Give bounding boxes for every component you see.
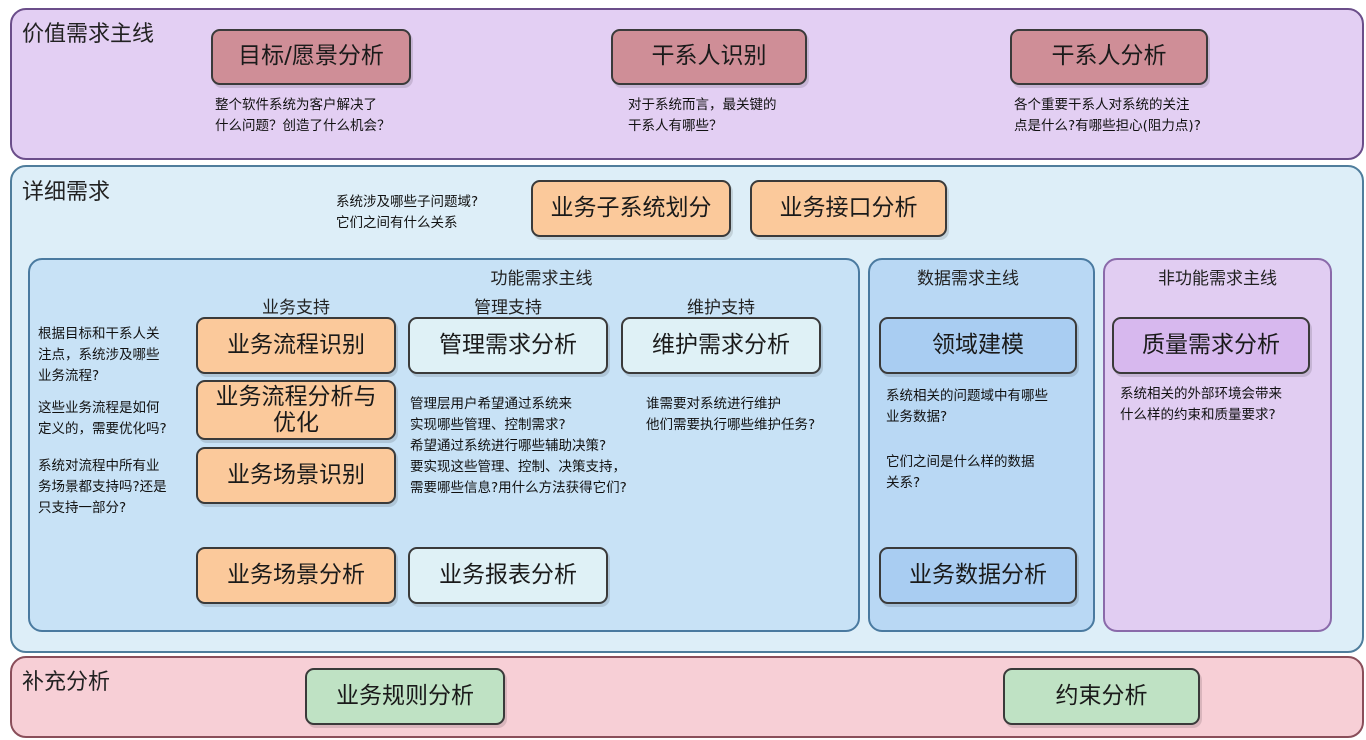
maintenance-requirements-analysis-box: 维护需求分析 xyxy=(621,317,821,374)
business-subsystem-division-box: 业务子系统划分 xyxy=(531,180,731,237)
stakeholder-identification-box: 干系人识别 xyxy=(611,29,807,85)
business-interface-analysis-box: 业务接口分析 xyxy=(750,180,947,237)
stakeholder-identification-note: 对于系统而言，最关键的 干系人有哪些？ xyxy=(628,97,777,134)
supp-band-title: 补充分析 xyxy=(22,670,111,695)
maintenance-support-label: 维护支持 xyxy=(687,298,755,318)
goal-vision-analysis-box: 目标/愿景分析 xyxy=(211,29,411,85)
maintenance-note: 谁需要对系统进行维护 他们需要执行哪些维护任务? xyxy=(646,396,816,433)
business-process-identification-box: 业务流程识别 xyxy=(196,317,396,374)
nonfunctional-panel-title: 非功能需求主线 xyxy=(1158,269,1277,289)
nonfunctional-requirements-panel xyxy=(1103,258,1332,632)
business-scenario-analysis-box: 业务场景分析 xyxy=(196,547,396,604)
scenario-note: 系统对流程中所有业 务场景都支持吗?还是 只支持一部分? xyxy=(38,458,167,516)
constraints-analysis-box: 约束分析 xyxy=(1003,668,1200,725)
subsystem-note: 系统涉及哪些子问题域? 它们之间有什么关系 xyxy=(336,194,479,231)
stakeholder-analysis-note: 各个重要干系人对系统的关注 点是什么?有哪些担心(阻力点)? xyxy=(1014,97,1201,134)
management-requirements-analysis-box: 管理需求分析 xyxy=(408,317,608,374)
business-support-label: 业务支持 xyxy=(262,298,330,318)
management-support-label: 管理支持 xyxy=(474,298,542,318)
process-identify-note: 根据目标和干系人关 注点，系统涉及哪些 业务流程? xyxy=(38,326,160,384)
management-note: 管理层用户希望通过系统来 实现哪些管理、控制需求? 希望通过系统进行哪些辅助决策… xyxy=(410,396,627,496)
business-data-analysis-box: 业务数据分析 xyxy=(879,547,1077,604)
detail-band-title: 详细需求 xyxy=(22,180,111,205)
business-process-analysis-optimization-box: 业务流程分析与 优化 xyxy=(196,380,396,440)
business-scenario-identification-box: 业务场景识别 xyxy=(196,447,396,504)
functional-panel-title: 功能需求主线 xyxy=(490,269,593,289)
quality-note: 系统相关的外部环境会带来 什么样的约束和质量要求? xyxy=(1120,386,1282,423)
domain-modeling-box: 领域建模 xyxy=(879,317,1077,374)
stakeholder-analysis-box: 干系人分析 xyxy=(1010,29,1208,85)
process-optimize-note: 这些业务流程是如何 定义的，需要优化吗? xyxy=(38,400,167,437)
goal-vision-note: 整个软件系统为客户解决了 什么问题？创造了什么机会？ xyxy=(215,97,391,134)
business-report-analysis-box: 业务报表分析 xyxy=(408,547,608,604)
quality-requirements-analysis-box: 质量需求分析 xyxy=(1112,317,1310,374)
data-note-business-data: 系统相关的问题域中有哪些 业务数据? xyxy=(886,388,1048,425)
data-panel-title: 数据需求主线 xyxy=(917,269,1019,289)
data-note-relationships: 它们之间是什么样的数据 关系? xyxy=(886,454,1035,491)
business-rules-analysis-box: 业务规则分析 xyxy=(305,668,505,725)
value-band-title: 价值需求主线 xyxy=(22,22,155,47)
